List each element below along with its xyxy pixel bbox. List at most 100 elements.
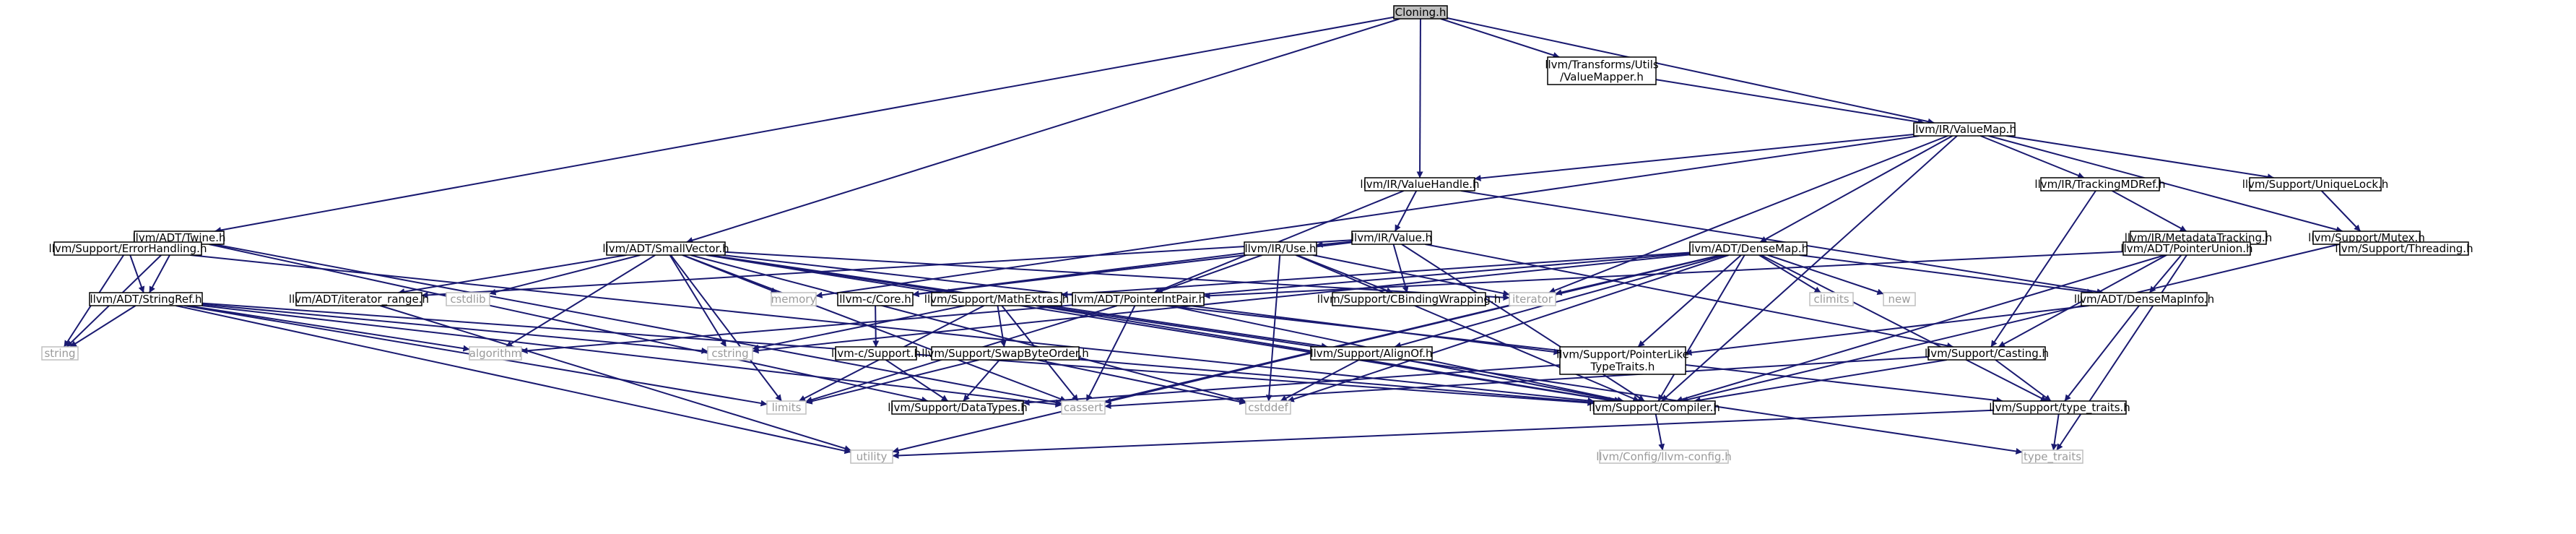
edge-casting-to-compiler	[1694, 359, 1947, 404]
edge-alignof-to-compiler	[1405, 359, 1621, 403]
node-label: llvm/Support/Compiler.h	[1589, 401, 1720, 414]
edge-pointerintpair-to-pointerliketypetraits	[1189, 305, 1561, 356]
node-box	[2021, 449, 2083, 464]
node-densemapinfo[interactable]: llvm/ADT/DenseMapInfo.h	[2074, 292, 2214, 306]
node-compiler[interactable]: llvm/Support/Compiler.h	[1589, 400, 1720, 415]
node-label: llvm/Support/Casting.h	[1925, 347, 2049, 360]
edge-stringref-to-cassert	[201, 305, 1062, 408]
node-cstddef: cstddef	[1245, 400, 1291, 415]
node-box	[1351, 231, 1432, 245]
node-label: Cloning.h	[1395, 6, 1447, 19]
node-box	[1072, 292, 1205, 306]
edge-value-to-casting	[1425, 244, 1954, 349]
node-llvmconfig: llvm/Config/llvm-config.h	[1596, 449, 1732, 464]
node-label: cstdlib	[450, 293, 485, 306]
edge-smallvector-to-compiler	[706, 254, 1615, 404]
node-cbinding[interactable]: llvm/Support/CBindingWrapping.h	[1317, 292, 1501, 306]
node-pointerunion[interactable]: llvm/ADT/PointerUnion.h	[2120, 241, 2253, 256]
node-errorhandling[interactable]: llvm/Support/ErrorHandling.h	[49, 241, 207, 256]
edge-mathextras-to-cstring	[752, 305, 965, 351]
edge-casting-to-cassert	[1104, 356, 1929, 410]
node-densemap[interactable]: llvm/ADT/DenseMap.h	[1688, 241, 1808, 256]
node-label: llvm/ADT/PointerUnion.h	[2120, 242, 2252, 255]
edge-valuemap-to-trackingmdref	[1979, 135, 2085, 178]
edge-typetraits-to-utility	[892, 409, 1994, 459]
node-box	[41, 346, 79, 361]
node-stringref[interactable]: llvm/ADT/StringRef.h	[89, 292, 203, 306]
node-box	[2122, 241, 2251, 256]
edge-smallvector-to-cassert	[682, 254, 1067, 402]
edge-valuemapper-to-valuemap	[1655, 79, 1925, 126]
node-csupport[interactable]: llvm-c/Support.h	[831, 346, 921, 361]
node-label: llvm/Support/type_traits.h	[1989, 401, 2130, 415]
node-alignof[interactable]: llvm/Support/AlignOf.h	[1310, 346, 1433, 361]
edge-densemap-to-climits	[1758, 254, 1821, 293]
node-casting[interactable]: llvm/Support/Casting.h	[1925, 346, 2049, 361]
node-label: cstring	[711, 347, 748, 360]
edge-swapbyteorder-to-datatypes	[963, 359, 1000, 402]
node-label: llvm/IR/Value.h	[1351, 231, 1432, 244]
node-box	[469, 346, 522, 361]
edge-cloning-to-valuemap	[1447, 17, 1935, 125]
node-smallvector[interactable]: llvm/ADT/SmallVector.h	[602, 241, 729, 256]
node-climits: climits	[1809, 292, 1854, 306]
edge-value-to-use	[1316, 241, 1353, 248]
file-nodes: Cloning.h llvm/Transforms/Utils/ValueMapp…	[41, 5, 2473, 464]
node-label: llvm/Config/llvm-config.h	[1596, 450, 1731, 463]
node-label: llvm/Support/MathExtras.h	[924, 293, 1069, 306]
node-threading[interactable]: llvm/Support/Threading.h	[2335, 241, 2473, 256]
edge-valuemap-to-densemap	[1759, 135, 1953, 243]
node-valuemapper[interactable]: llvm/Transforms/Utils/ValueMapper.h	[1545, 56, 1659, 85]
edge-stringref-to-algorithm	[187, 305, 470, 352]
node-box	[835, 346, 917, 361]
edge-twine-to-cassert	[213, 244, 1062, 406]
edge-stringref-to-cstring	[201, 303, 708, 354]
edge-core-to-csupport	[872, 305, 880, 348]
node-label: llvm/Support/Mutex.h	[2308, 231, 2425, 244]
node-value[interactable]: llvm/IR/Value.h	[1351, 231, 1432, 245]
node-label: llvm/ADT/PointerIntPair.h	[1071, 293, 1205, 306]
node-metadatatracking[interactable]: llvm/IR/MetadataTracking.h	[2125, 231, 2273, 245]
edge-stringref-to-utility	[175, 305, 851, 455]
node-label: memory	[771, 293, 817, 306]
node-datatypes[interactable]: llvm/Support/DataTypes.h	[888, 400, 1028, 415]
node-box	[1364, 177, 1475, 191]
edge-valuemap-to-valuehandle	[1474, 134, 1914, 181]
node-box	[771, 292, 817, 306]
edge-metadatatracking-to-stdtypetraits	[2056, 244, 2195, 451]
edge-mathextras-to-stdtypetraits	[1040, 305, 2023, 455]
node-core[interactable]: llvm-c/Core.h	[837, 292, 914, 306]
edge-use-to-compiler	[1295, 254, 1640, 402]
node-box	[837, 292, 914, 306]
node-label: llvm/IR/ValueHandle.h	[1360, 178, 1479, 191]
node-mathextras[interactable]: llvm/Support/MathExtras.h	[924, 292, 1069, 306]
node-typetraits[interactable]: llvm/Support/type_traits.h	[1989, 400, 2130, 415]
node-iteratorrange[interactable]: llvm/ADT/iterator_range.h	[289, 292, 429, 306]
node-mutex[interactable]: llvm/Support/Mutex.h	[2308, 231, 2425, 245]
node-label: llvm-c/Support.h	[831, 347, 921, 360]
node-box	[766, 400, 807, 415]
node-pointerintpair[interactable]: llvm/ADT/PointerIntPair.h	[1071, 292, 1205, 306]
node-label: utility	[857, 450, 888, 463]
node-label: llvm/Support/Threading.h	[2335, 242, 2473, 255]
node-twine[interactable]: llvm/ADT/Twine.h	[132, 231, 226, 245]
node-label: llvm/ADT/SmallVector.h	[602, 242, 729, 255]
node-use[interactable]: llvm/IR/Use.h	[1244, 241, 1317, 256]
edge-alignof-to-cstddef	[1280, 359, 1360, 402]
dependency-edges	[63, 16, 2390, 459]
node-valuemap[interactable]: llvm/IR/ValueMap.h	[1912, 122, 2016, 137]
node-label: llvm/Support/AlignOf.h	[1310, 347, 1432, 360]
node-valuehandle[interactable]: llvm/IR/ValueHandle.h	[1360, 177, 1480, 191]
node-label: llvm/Support/ErrorHandling.h	[49, 242, 207, 255]
node-trackingmdref[interactable]: llvm/IR/TrackingMDRef.h	[2034, 177, 2166, 191]
node-box	[1593, 400, 1716, 415]
edge-casting-to-typetraits	[1995, 359, 2052, 402]
node-utility: utility	[850, 449, 893, 464]
node-swapbyteorder[interactable]: llvm/Support/SwapByteOrder.h	[921, 346, 1089, 361]
node-label: limits	[772, 401, 802, 414]
edge-densemap-to-mathextras	[1061, 251, 1691, 298]
node-uniquelock[interactable]: llvm/Support/UniqueLock.h	[2242, 177, 2389, 191]
node-cloning[interactable]: Cloning.h	[1393, 5, 1448, 20]
